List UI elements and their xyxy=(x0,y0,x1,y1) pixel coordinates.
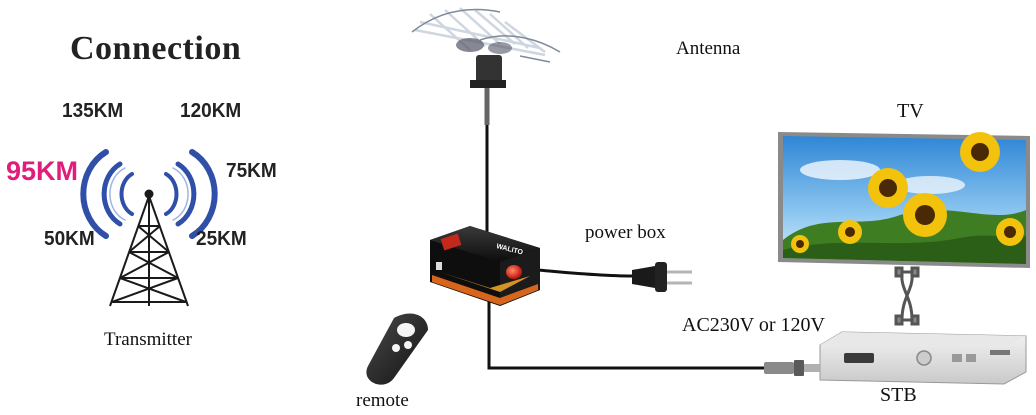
transmitter-tower-icon xyxy=(80,149,218,307)
power-plug-icon xyxy=(632,262,692,292)
tv-stb-connector-icon xyxy=(894,266,920,326)
distance-label-95km: 95KM xyxy=(6,156,79,186)
tv-icon xyxy=(778,132,1030,268)
tv-label: TV xyxy=(897,100,924,122)
distance-label-25km: 25KM xyxy=(196,228,247,250)
stb-label: STB xyxy=(880,384,917,406)
antenna-label: Antenna xyxy=(676,38,741,59)
ac-voltage-label: AC230V or 120V xyxy=(682,314,825,336)
cables xyxy=(485,120,800,370)
distance-label-135km: 135KM xyxy=(62,100,124,122)
power-box-label: power box xyxy=(585,222,666,243)
remote-control-icon xyxy=(366,313,428,385)
remote-label: remote xyxy=(356,390,409,411)
antenna-icon xyxy=(411,7,561,125)
distance-label-75km: 75KM xyxy=(226,160,277,182)
page-title: Connection xyxy=(70,30,242,67)
power-box-icon xyxy=(430,226,540,306)
transmitter-label: Transmitter xyxy=(104,329,192,350)
distance-label-120km: 120KM xyxy=(180,100,242,122)
distance-label-50km: 50KM xyxy=(44,228,95,250)
coax-connector-icon xyxy=(764,360,820,376)
stb-icon xyxy=(819,331,1027,385)
